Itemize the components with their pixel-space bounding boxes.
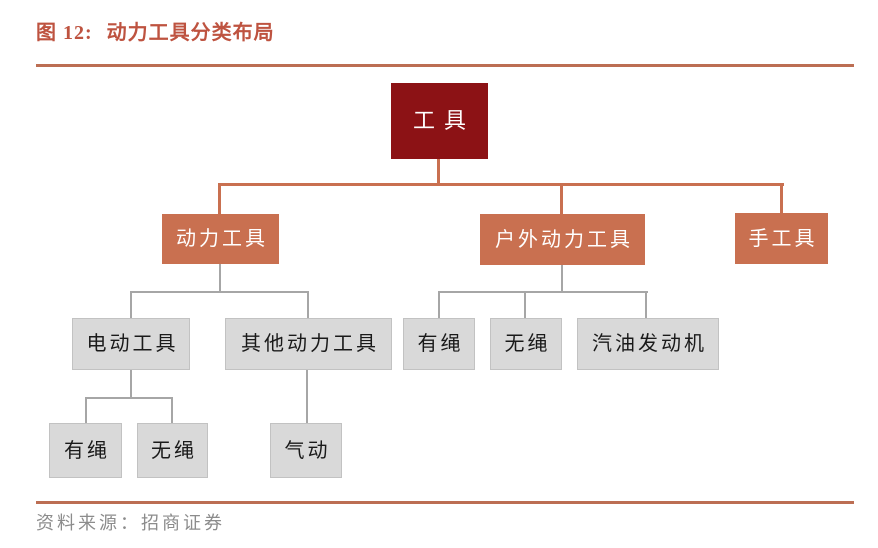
connector-drop-electric-corded — [85, 397, 87, 423]
connector-power-children-horizontal — [130, 291, 309, 293]
node-outdoor-corded: 有绳 — [403, 318, 475, 370]
connector-drop-gasoline-engine — [645, 291, 647, 318]
node-electric-tools: 电动工具 — [72, 318, 190, 370]
connector-outdoor-stem — [561, 265, 563, 292]
node-other-power-tools: 其他动力工具 — [225, 318, 392, 370]
node-outdoor-cordless: 无绳 — [490, 318, 562, 370]
connector-drop-electric-cordless — [171, 397, 173, 423]
connector-electric-children-horizontal — [85, 397, 173, 399]
node-pneumatic: 气动 — [270, 423, 342, 478]
node-gasoline-engine: 汽油发动机 — [577, 318, 719, 370]
connector-other-to-pneumatic — [306, 370, 308, 423]
node-label: 手工具 — [748, 227, 818, 250]
node-electric-corded: 有绳 — [49, 423, 122, 478]
node-tools-root: 工具 — [391, 83, 488, 159]
node-label: 其他动力工具 — [241, 333, 379, 355]
figure-title-text: 动力工具分类布局 — [106, 22, 275, 44]
connector-drop-power-tools — [218, 183, 221, 214]
node-label: 工具 — [412, 107, 475, 133]
node-label: 汽油发动机 — [592, 333, 707, 355]
node-label: 动力工具 — [176, 228, 268, 250]
connector-drop-hand-tools — [780, 183, 783, 213]
figure-number: 图 12: — [36, 22, 93, 44]
connector-power-tools-stem — [219, 264, 221, 292]
connector-level2-horizontal — [218, 183, 784, 186]
source-divider-line — [36, 501, 854, 504]
node-electric-cordless: 无绳 — [137, 423, 208, 478]
connector-drop-outdoor-cordless — [524, 291, 526, 318]
connector-electric-tools-stem — [130, 370, 132, 398]
title-divider-line — [36, 64, 854, 67]
connector-drop-other-power-tools — [307, 291, 309, 318]
node-label: 无绳 — [151, 439, 197, 462]
node-label: 有绳 — [64, 439, 110, 462]
node-hand-tools: 手工具 — [735, 213, 828, 264]
node-label: 户外动力工具 — [495, 228, 633, 251]
connector-drop-electric-tools — [130, 291, 132, 318]
node-label: 有绳 — [417, 333, 464, 355]
node-outdoor-power-tools: 户外动力工具 — [480, 214, 645, 265]
connector-drop-outdoor-power-tools — [560, 183, 563, 214]
connector-outdoor-children-horizontal — [438, 291, 648, 293]
node-label: 无绳 — [504, 333, 551, 355]
source-note: 资料来源：招商证券 — [36, 513, 225, 533]
node-power-tools: 动力工具 — [162, 214, 279, 264]
figure-title: 图 12: 动力工具分类布局 — [36, 16, 275, 45]
node-label: 电动工具 — [86, 333, 179, 355]
connector-drop-outdoor-corded — [438, 291, 440, 318]
node-label: 气动 — [284, 439, 331, 462]
connector-root-stem — [437, 159, 440, 184]
